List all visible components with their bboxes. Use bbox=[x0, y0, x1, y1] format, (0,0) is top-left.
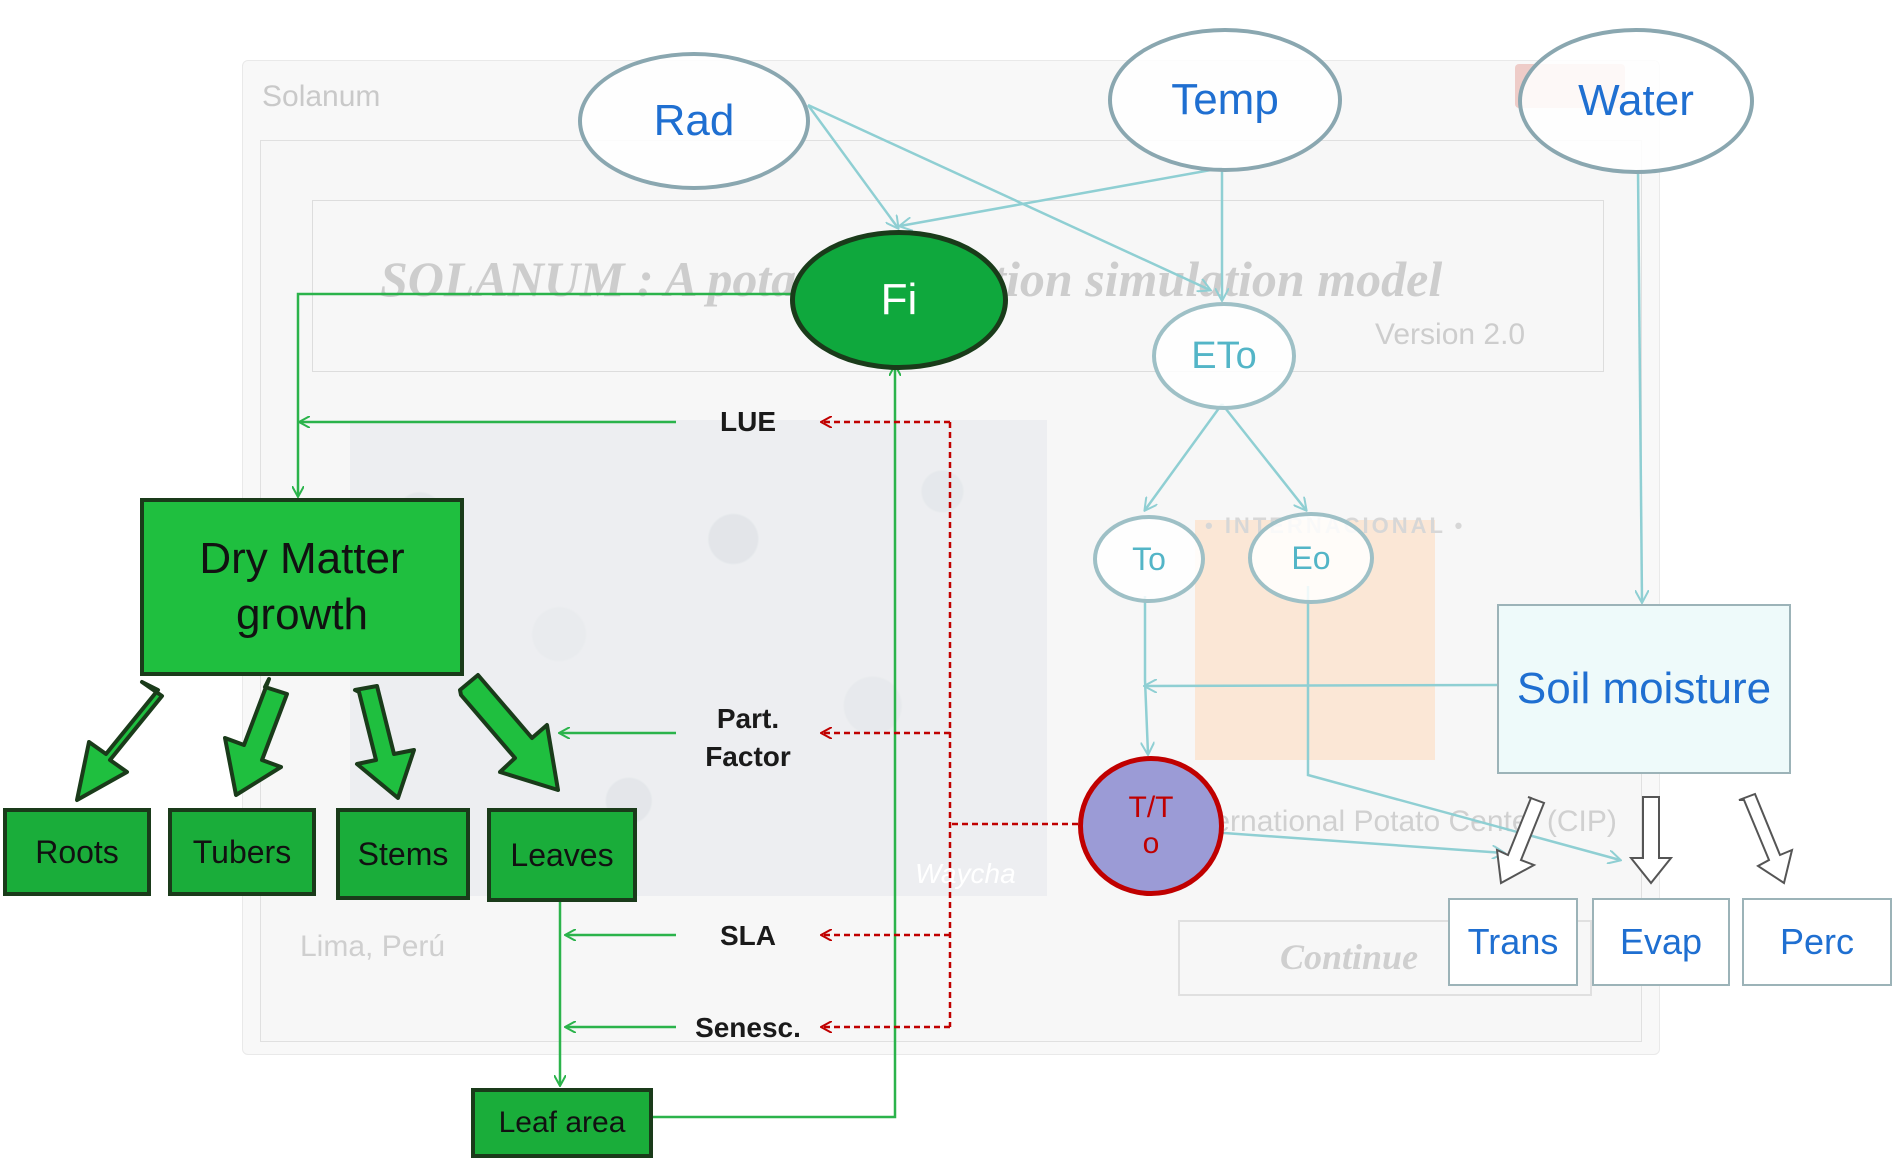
evap-output-node: Evap bbox=[1592, 898, 1730, 986]
centre-label: International Potato Center (CIP) bbox=[1180, 805, 1617, 838]
fi-node: Fi bbox=[790, 230, 1008, 370]
eto-node: ETo bbox=[1152, 302, 1296, 410]
soil-moisture-label: Soil moisture bbox=[1516, 664, 1772, 713]
part-factor-line2: Factor bbox=[705, 741, 791, 772]
eto-label: ETo bbox=[1191, 334, 1257, 377]
senesc-parameter: Senesc. bbox=[695, 1012, 801, 1043]
window-title: Solanum bbox=[262, 80, 381, 113]
partition-arrow-roots bbox=[75, 680, 164, 802]
water-label: Water bbox=[1578, 76, 1694, 125]
rad-label: Rad bbox=[653, 96, 735, 145]
temp-input-node: Temp bbox=[1108, 28, 1342, 172]
leaf-area-label: Leaf area bbox=[498, 1106, 626, 1139]
lue-parameter: LUE bbox=[720, 406, 776, 437]
tt-label-line2: o bbox=[1142, 827, 1160, 860]
water-to-soil-arrow bbox=[1638, 169, 1642, 602]
evap-arrow bbox=[1628, 796, 1674, 885]
tt-to-trans-arrow bbox=[1209, 830, 1504, 853]
rad-to-eto-arrow bbox=[807, 103, 1210, 290]
output-arrows bbox=[1495, 792, 1794, 885]
to-to-tt-arrow bbox=[1145, 596, 1148, 754]
part-factor-parameter: Part. Factor bbox=[680, 700, 816, 776]
perc-arrow bbox=[1738, 792, 1794, 885]
blue-flow-lines bbox=[806, 103, 1642, 860]
eto-to-eo-arrow bbox=[1221, 403, 1306, 510]
dry-matter-line2: growth bbox=[235, 590, 369, 639]
dry-matter-line1: Dry Matter bbox=[199, 534, 405, 583]
partition-arrow-tubers bbox=[223, 677, 289, 797]
location-label: Lima, Perú bbox=[300, 930, 446, 963]
fi-label: Fi bbox=[880, 275, 918, 324]
eo-node: Eo bbox=[1248, 512, 1374, 604]
version-label: Version 2.0 bbox=[1375, 318, 1526, 351]
perc-output-node: Perc bbox=[1742, 898, 1892, 986]
stems-node: Stems bbox=[336, 808, 470, 900]
stems-label: Stems bbox=[357, 835, 449, 872]
leaf-area-node: Leaf area bbox=[471, 1088, 653, 1158]
partition-arrow-stems bbox=[353, 684, 416, 800]
trans-label: Trans bbox=[1467, 921, 1559, 962]
to-node: To bbox=[1093, 515, 1205, 603]
to-label: To bbox=[1132, 540, 1166, 577]
fi-to-drymatter-arrow bbox=[298, 292, 792, 496]
leaves-node: Leaves bbox=[487, 808, 637, 902]
soil-moisture-node: Soil moisture bbox=[1497, 604, 1791, 774]
eo-label: Eo bbox=[1291, 539, 1331, 576]
trans-output-node: Trans bbox=[1448, 898, 1578, 986]
eo-to-evap-arrow bbox=[1306, 586, 1620, 860]
roots-node: Roots bbox=[3, 808, 151, 896]
trans-arrow bbox=[1495, 796, 1546, 885]
tt-label-line1: T/T bbox=[1128, 791, 1174, 824]
tubers-node: Tubers bbox=[168, 808, 316, 896]
partition-arrow-leaves bbox=[458, 673, 560, 792]
eto-to-to-arrow bbox=[1145, 403, 1224, 510]
red-control-lines bbox=[822, 422, 1078, 1027]
leafarea-to-fi-arrow bbox=[650, 366, 895, 1119]
part-factor-line1: Part. bbox=[716, 703, 780, 734]
photo-caption: Waycha bbox=[915, 858, 1016, 889]
sla-parameter: SLA bbox=[720, 920, 776, 951]
rad-input-node: Rad bbox=[578, 52, 810, 190]
partition-arrows bbox=[75, 673, 560, 802]
rad-to-fi-arrow bbox=[806, 104, 898, 228]
dry-matter-growth-node: Dry Matter growth bbox=[140, 498, 464, 676]
temp-label: Temp bbox=[1171, 75, 1279, 124]
title-banner bbox=[312, 200, 1604, 372]
tubers-label: Tubers bbox=[192, 833, 292, 870]
perc-label: Perc bbox=[1779, 921, 1855, 962]
tt-ratio-node: T/T o bbox=[1078, 756, 1224, 896]
soil-to-to-arrow bbox=[1145, 685, 1498, 686]
temp-to-fi-arrow bbox=[900, 166, 1223, 226]
green-flow-lines bbox=[298, 292, 895, 1119]
roots-label: Roots bbox=[35, 833, 119, 870]
leaves-label: Leaves bbox=[510, 836, 614, 873]
evap-label: Evap bbox=[1619, 921, 1703, 962]
continue-label: Continue bbox=[1280, 937, 1419, 977]
water-input-node: Water bbox=[1518, 28, 1754, 174]
